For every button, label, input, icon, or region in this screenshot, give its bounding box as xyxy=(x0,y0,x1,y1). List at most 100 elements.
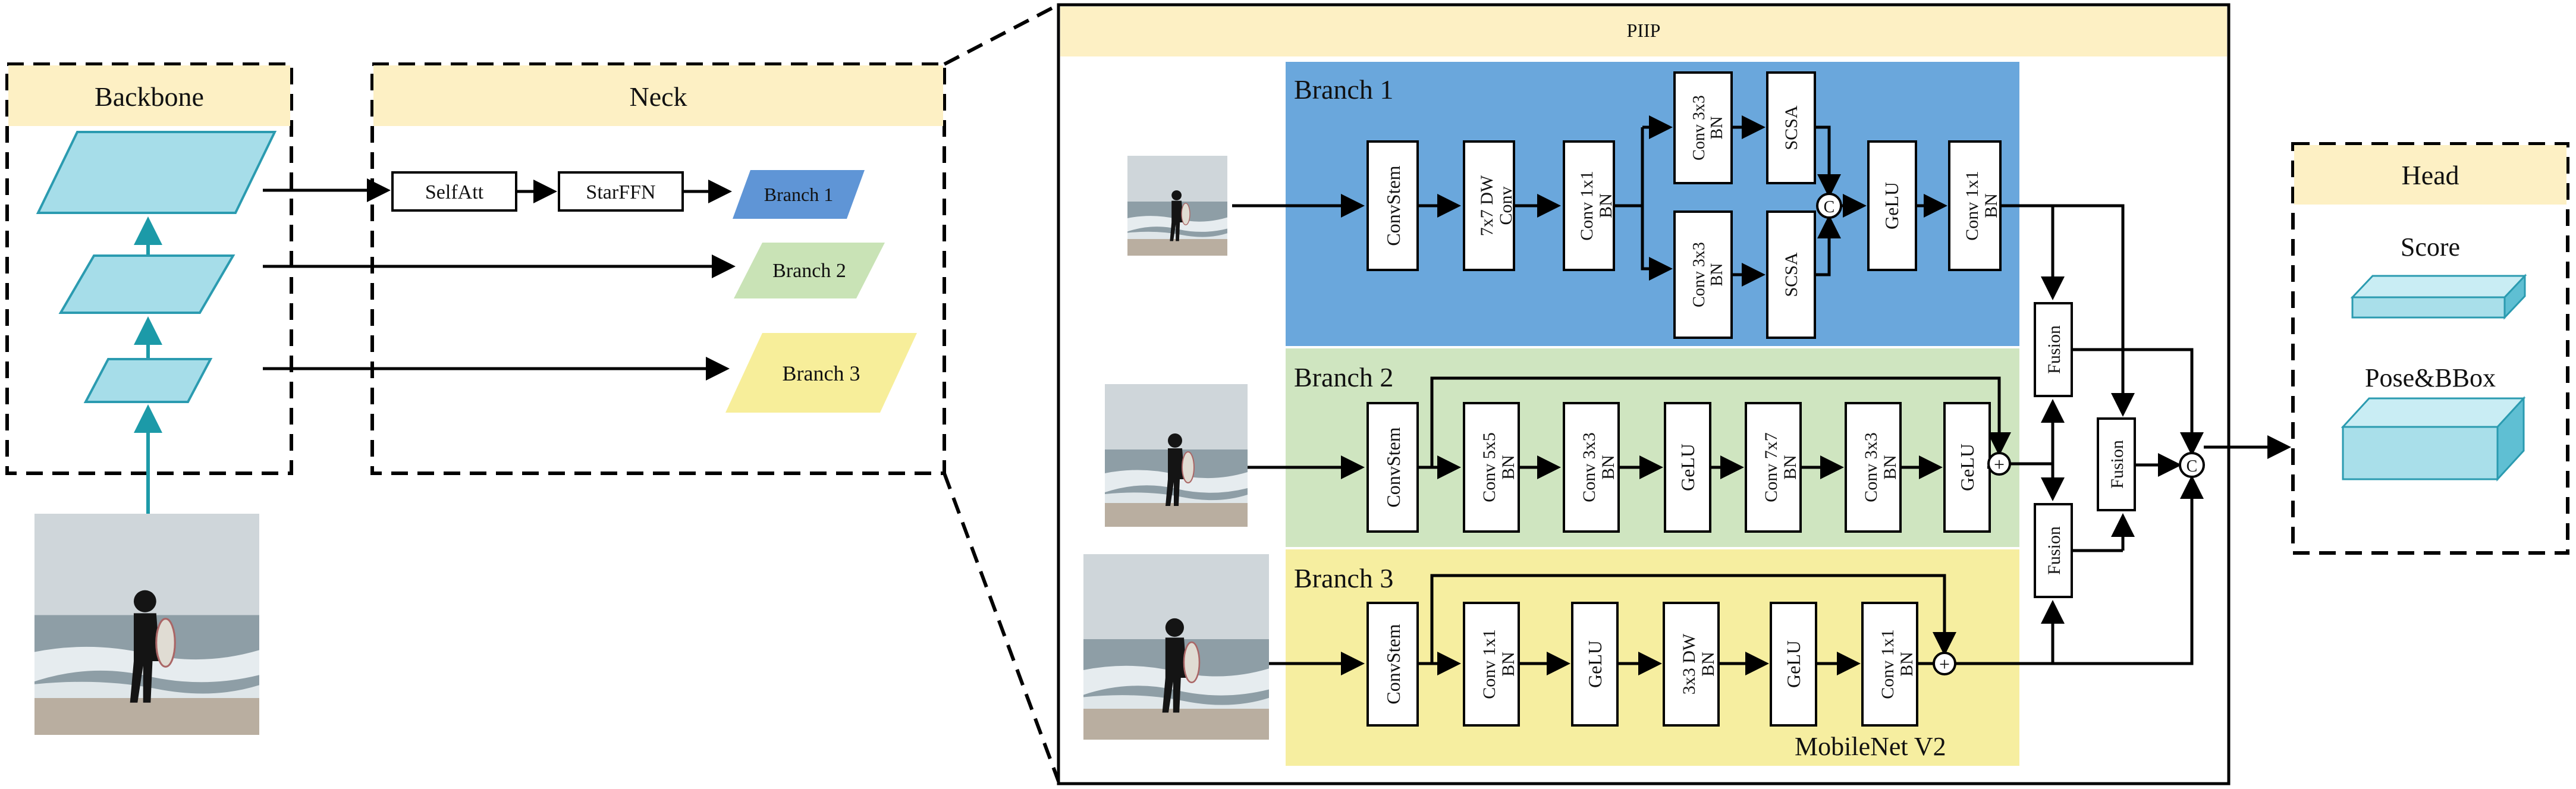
fusion-middle: Fusion xyxy=(2097,417,2136,511)
backbone-feature-medium xyxy=(58,254,235,314)
svg-text:GeLU: GeLU xyxy=(1956,444,1978,491)
b1-scsa-a: SCSA xyxy=(1766,71,1816,184)
input-image-branch2 xyxy=(1104,384,1248,527)
branch3-title: Branch 3 xyxy=(1294,563,1393,593)
b1-scsa-b: SCSA xyxy=(1766,210,1816,339)
posebbox-label: Pose&BBox xyxy=(2365,363,2496,392)
b2-gelu-2: GeLU xyxy=(1943,402,1991,533)
zoom-line-bottom xyxy=(943,472,1060,782)
svg-text:ConvStem: ConvStem xyxy=(1383,624,1404,704)
b2-conv3x3-b: Conv 3x3BN xyxy=(1845,402,1902,533)
b3-gelu-2: GeLU xyxy=(1770,602,1817,727)
branch2-title: Branch 2 xyxy=(1294,362,1393,392)
fusion-top: Fusion xyxy=(2034,302,2073,397)
starffn-label: StarFFN xyxy=(586,181,655,203)
b3-out-to-concat xyxy=(2053,475,2204,665)
svg-text:C: C xyxy=(1824,198,1835,216)
svg-text:GeLU: GeLU xyxy=(1584,640,1606,688)
svg-text:GeLU: GeLU xyxy=(1677,444,1698,491)
score-cuboid xyxy=(2350,274,2527,320)
zoom-line-top xyxy=(943,3,1060,66)
neck-branch1 xyxy=(733,170,865,219)
b1-concat-node: C xyxy=(1816,193,1842,219)
neck-branch2 xyxy=(734,243,885,298)
b1-conv1x1: Conv 1x1BN xyxy=(1563,140,1616,271)
branch1-title: Branch 1 xyxy=(1294,74,1393,105)
b3-gelu-1: GeLU xyxy=(1571,602,1619,727)
starffn-box xyxy=(558,171,684,212)
b3-convstem: ConvStem xyxy=(1366,602,1419,727)
b1-split-line-down xyxy=(1641,206,1673,281)
svg-text:C: C xyxy=(2187,457,2198,476)
svg-text:Fusion: Fusion xyxy=(2107,440,2127,489)
svg-text:Fusion: Fusion xyxy=(2044,325,2064,374)
neck-title: Neck xyxy=(629,81,687,112)
svg-text:Fusion: Fusion xyxy=(2044,526,2064,575)
input-image-branch1 xyxy=(1127,155,1228,256)
svg-text:GeLU: GeLU xyxy=(1881,182,1902,230)
svg-text:SCSA: SCSA xyxy=(1782,252,1801,297)
svg-text:Conv 1x1BN: Conv 1x1BN xyxy=(1479,629,1518,699)
b2-conv7x7: Conv 7x7BN xyxy=(1745,402,1802,533)
neck-branch2-label: Branch 2 xyxy=(772,260,846,282)
input-image-branch3 xyxy=(1082,553,1270,741)
b2-convstem: ConvStem xyxy=(1366,402,1419,533)
b1-scsa-b-to-concat xyxy=(1815,215,1841,276)
svg-text:Conv 3x3BN: Conv 3x3BN xyxy=(1579,432,1618,502)
head-title-bar xyxy=(2294,145,2566,205)
svg-text:Conv 3x3BN: Conv 3x3BN xyxy=(1690,242,1726,307)
piip-title: PIIP xyxy=(1627,20,1661,41)
branch3-footer: MobileNet V2 xyxy=(1795,732,1946,761)
svg-text:Conv 5x5BN: Conv 5x5BN xyxy=(1479,432,1518,502)
b2-skip xyxy=(1430,376,2011,467)
neck-title-bar xyxy=(373,65,943,126)
b1-gelu: GeLU xyxy=(1867,140,1917,271)
b2-conv5x5: Conv 5x5BN xyxy=(1463,402,1520,533)
input-image-main xyxy=(33,513,260,736)
svg-text:7x7 DWConv: 7x7 DWConv xyxy=(1477,175,1516,236)
selfatt-label: SelfAtt xyxy=(425,181,484,203)
final-concat-node: C xyxy=(2179,452,2205,478)
neck-branch1-label: Branch 1 xyxy=(764,184,833,205)
b3-conv1x1-b: Conv 1x1BN xyxy=(1861,602,1918,727)
neck-panel: Neck SelfAtt StarFFN Branch 1 Branch 2 B… xyxy=(370,62,946,475)
neck-branch3 xyxy=(725,333,917,413)
svg-text:ConvStem: ConvStem xyxy=(1383,427,1404,507)
b1-conv-out: Conv 1x1BN xyxy=(1948,140,2002,271)
b2-gelu-1: GeLU xyxy=(1664,402,1711,533)
backbone-title: Backbone xyxy=(95,81,204,112)
svg-text:+: + xyxy=(1994,454,2005,475)
backbone-title-bar xyxy=(8,65,290,126)
neck-branch3-label: Branch 3 xyxy=(783,362,860,385)
score-label: Score xyxy=(2401,232,2460,262)
svg-text:3x3 DWBN: 3x3 DWBN xyxy=(1679,633,1718,694)
piip-panel: PIIP Branch 1 Branch 2 Branch 3 MobileNe… xyxy=(1057,3,2231,785)
b3-conv1x1-a: Conv 1x1BN xyxy=(1463,602,1520,727)
svg-text:Conv 1x1BN: Conv 1x1BN xyxy=(1577,171,1616,241)
fusion-bottom: Fusion xyxy=(2034,503,2073,598)
b1-convstem: ConvStem xyxy=(1366,140,1419,271)
svg-text:ConvStem: ConvStem xyxy=(1383,165,1404,246)
backbone-feature-small xyxy=(83,358,213,403)
b1-conv3x3-b: Conv 3x3BN xyxy=(1673,210,1733,339)
svg-text:GeLU: GeLU xyxy=(1783,640,1804,688)
fusion-top-out xyxy=(2072,348,2204,456)
posebbox-cuboid xyxy=(2341,396,2526,482)
b1-conv3x3-a: Conv 3x3BN xyxy=(1673,71,1733,184)
head-panel: Head Score Pose&BBox xyxy=(2291,142,2569,555)
b1-scsa-a-to-concat xyxy=(1815,125,1841,198)
svg-text:Conv 7x7BN: Conv 7x7BN xyxy=(1761,432,1800,502)
b3-skip xyxy=(1430,574,1956,664)
b3-add-node: + xyxy=(1933,652,1956,675)
b2-add-node: + xyxy=(1987,452,2011,476)
b1-out-to-concat xyxy=(2053,204,2135,417)
svg-text:Conv 1x1BN: Conv 1x1BN xyxy=(1962,171,2001,241)
svg-text:SCSA: SCSA xyxy=(1782,105,1801,150)
svg-text:Conv 3x3BN: Conv 3x3BN xyxy=(1690,95,1726,161)
b3-dw3x3: 3x3 DWBN xyxy=(1663,602,1720,727)
b1-dwconv: 7x7 DWConv xyxy=(1463,140,1516,271)
svg-text:Conv 3x3BN: Conv 3x3BN xyxy=(1861,432,1900,502)
head-title: Head xyxy=(2401,160,2459,190)
b2-conv3x3-a: Conv 3x3BN xyxy=(1563,402,1620,533)
